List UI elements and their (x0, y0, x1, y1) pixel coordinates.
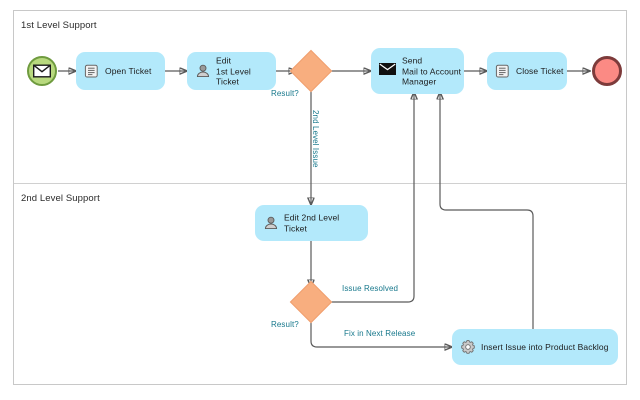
lane-divider (14, 183, 626, 184)
start-message-event[interactable] (27, 56, 57, 86)
task-label: Close Ticket (516, 65, 564, 76)
task-close-ticket[interactable]: Close Ticket (487, 52, 567, 90)
edge-label-fix-in-next-release: Fix in Next Release (344, 329, 416, 338)
edge-label-2nd-level-issue: 2nd Level Issue (311, 110, 320, 168)
script-task-icon (495, 63, 511, 79)
gateway-1-label: Result? (271, 89, 299, 98)
lane-label-2nd-level-support: 2nd Level Support (21, 193, 100, 204)
lane-label-1st-level-support: 1st Level Support (21, 20, 97, 31)
envelope-icon (32, 64, 52, 78)
task-label: Edit 2nd Level Ticket (284, 212, 340, 234)
edge-label-issue-resolved: Issue Resolved (342, 284, 399, 293)
script-task-icon (84, 63, 100, 79)
service-task-gear-icon (460, 339, 476, 355)
task-edit-2nd-level-ticket[interactable]: Edit 2nd Level Ticket (255, 205, 368, 241)
send-mail-icon (379, 63, 397, 79)
task-open-ticket[interactable]: Open Ticket (76, 52, 165, 90)
task-label: Insert Issue into Product Backlog (481, 341, 609, 352)
task-insert-issue-into-product-backlog[interactable]: Insert Issue into Product Backlog (452, 329, 618, 365)
user-task-icon (195, 63, 211, 79)
task-label: Open Ticket (105, 65, 152, 76)
task-send-mail-to-account-manager[interactable]: Send Mail to Account Manager (371, 48, 464, 94)
user-task-icon (263, 215, 279, 231)
task-label: Send Mail to Account Manager (402, 55, 462, 87)
task-edit-1st-level-ticket[interactable]: Edit 1st Level Ticket (187, 52, 276, 90)
end-event[interactable] (592, 56, 622, 86)
gateway-2-label: Result? (271, 320, 299, 329)
task-label: Edit 1st Level Ticket (216, 55, 251, 87)
